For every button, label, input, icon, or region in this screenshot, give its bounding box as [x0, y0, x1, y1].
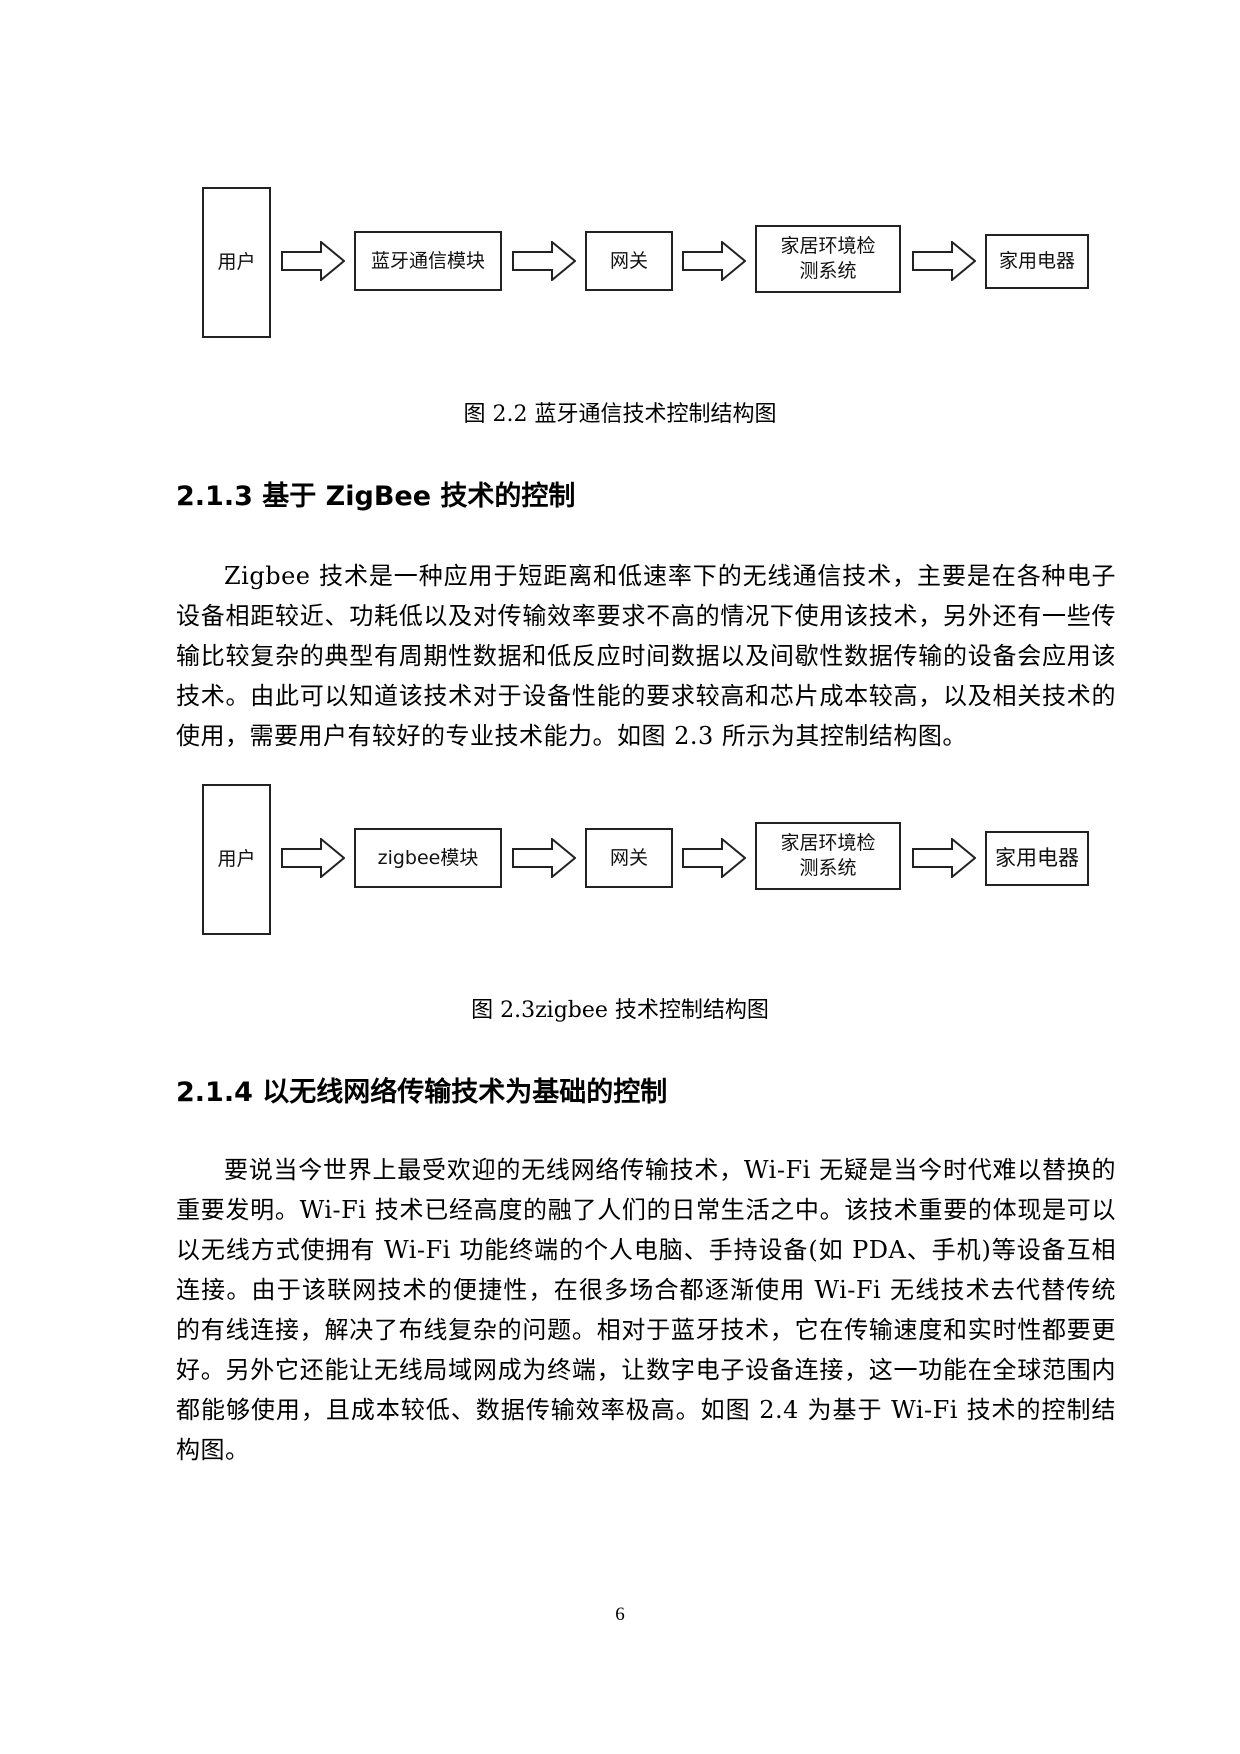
figure-2-2-diagram: 用户 蓝牙通信模块 网关 家居环境检测系统 家用电器: [195, 185, 1095, 340]
node-bluetooth-module: 蓝牙通信模块: [354, 231, 502, 291]
figure-2-2-caption: 图 2.2 蓝牙通信技术控制结构图: [463, 402, 777, 427]
arrow-right-icon: [512, 838, 576, 878]
figure-2-3-diagram: 用户 zigbee模块 网关 家居环境检测系统 家用电器: [195, 782, 1095, 937]
node-user: 用户: [202, 187, 271, 338]
node-home-env-detection: 家居环境检测系统: [755, 822, 901, 890]
section-2-1-4-paragraph: 要说当今世界上最受欢迎的无线网络传输技术，Wi-Fi 无疑是当今时代难以替换的重…: [176, 1156, 1116, 1464]
node-gateway: 网关: [585, 231, 673, 291]
arrow-right-icon: [281, 241, 345, 281]
node-home-appliance: 家用电器: [985, 234, 1089, 289]
node-home-env-detection: 家居环境检测系统: [755, 225, 901, 293]
node-gateway: 网关: [585, 828, 673, 888]
arrow-right-icon: [512, 241, 576, 281]
section-2-1-3-paragraph: Zigbee 技术是一种应用于短距离和低速率下的无线通信技术，主要是在各种电子设…: [176, 562, 1116, 750]
arrow-right-icon: [912, 838, 976, 878]
arrow-right-icon: [682, 241, 746, 281]
figure-2-3-caption: 图 2.3zigbee 技术控制结构图: [471, 998, 769, 1023]
arrow-right-icon: [912, 241, 976, 281]
node-user: 用户: [202, 784, 271, 935]
node-home-appliance: 家用电器: [985, 831, 1089, 886]
section-2-1-4-heading: 2.1.4 以无线网络传输技术为基础的控制: [176, 1077, 668, 1108]
arrow-right-icon: [682, 838, 746, 878]
section-2-1-3-heading: 2.1.3 基于 ZigBee 技术的控制: [176, 481, 576, 512]
page-number: 6: [615, 1604, 625, 1625]
node-zigbee-module: zigbee模块: [354, 828, 502, 888]
arrow-right-icon: [281, 838, 345, 878]
